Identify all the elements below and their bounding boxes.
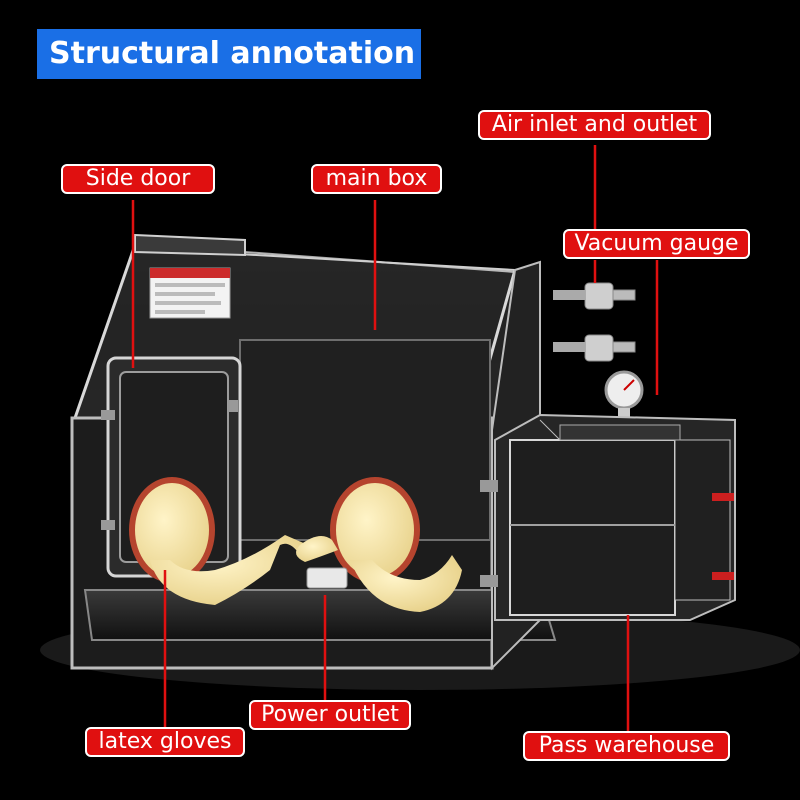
main-box-label: main box <box>311 164 442 194</box>
latex-gloves <box>129 477 462 612</box>
pass-warehouse-chamber <box>480 413 736 621</box>
leader-lines <box>131 145 659 731</box>
box-sticker <box>149 267 231 319</box>
power-outlet-block <box>306 567 348 589</box>
vacuum-gauge-dial <box>604 370 644 438</box>
air-valves <box>553 282 636 362</box>
vacuum-gauge-label: Vacuum gauge <box>563 229 750 259</box>
side-door-label: Side door <box>61 164 215 194</box>
power-outlet-label: Power outlet <box>249 700 411 730</box>
pass-warehouse-label: Pass warehouse <box>523 731 730 761</box>
latex-gloves-label: latex gloves <box>85 727 245 757</box>
page-title: Structural annotation <box>37 29 421 79</box>
air-inlet-outlet-label: Air inlet and outlet <box>478 110 711 140</box>
